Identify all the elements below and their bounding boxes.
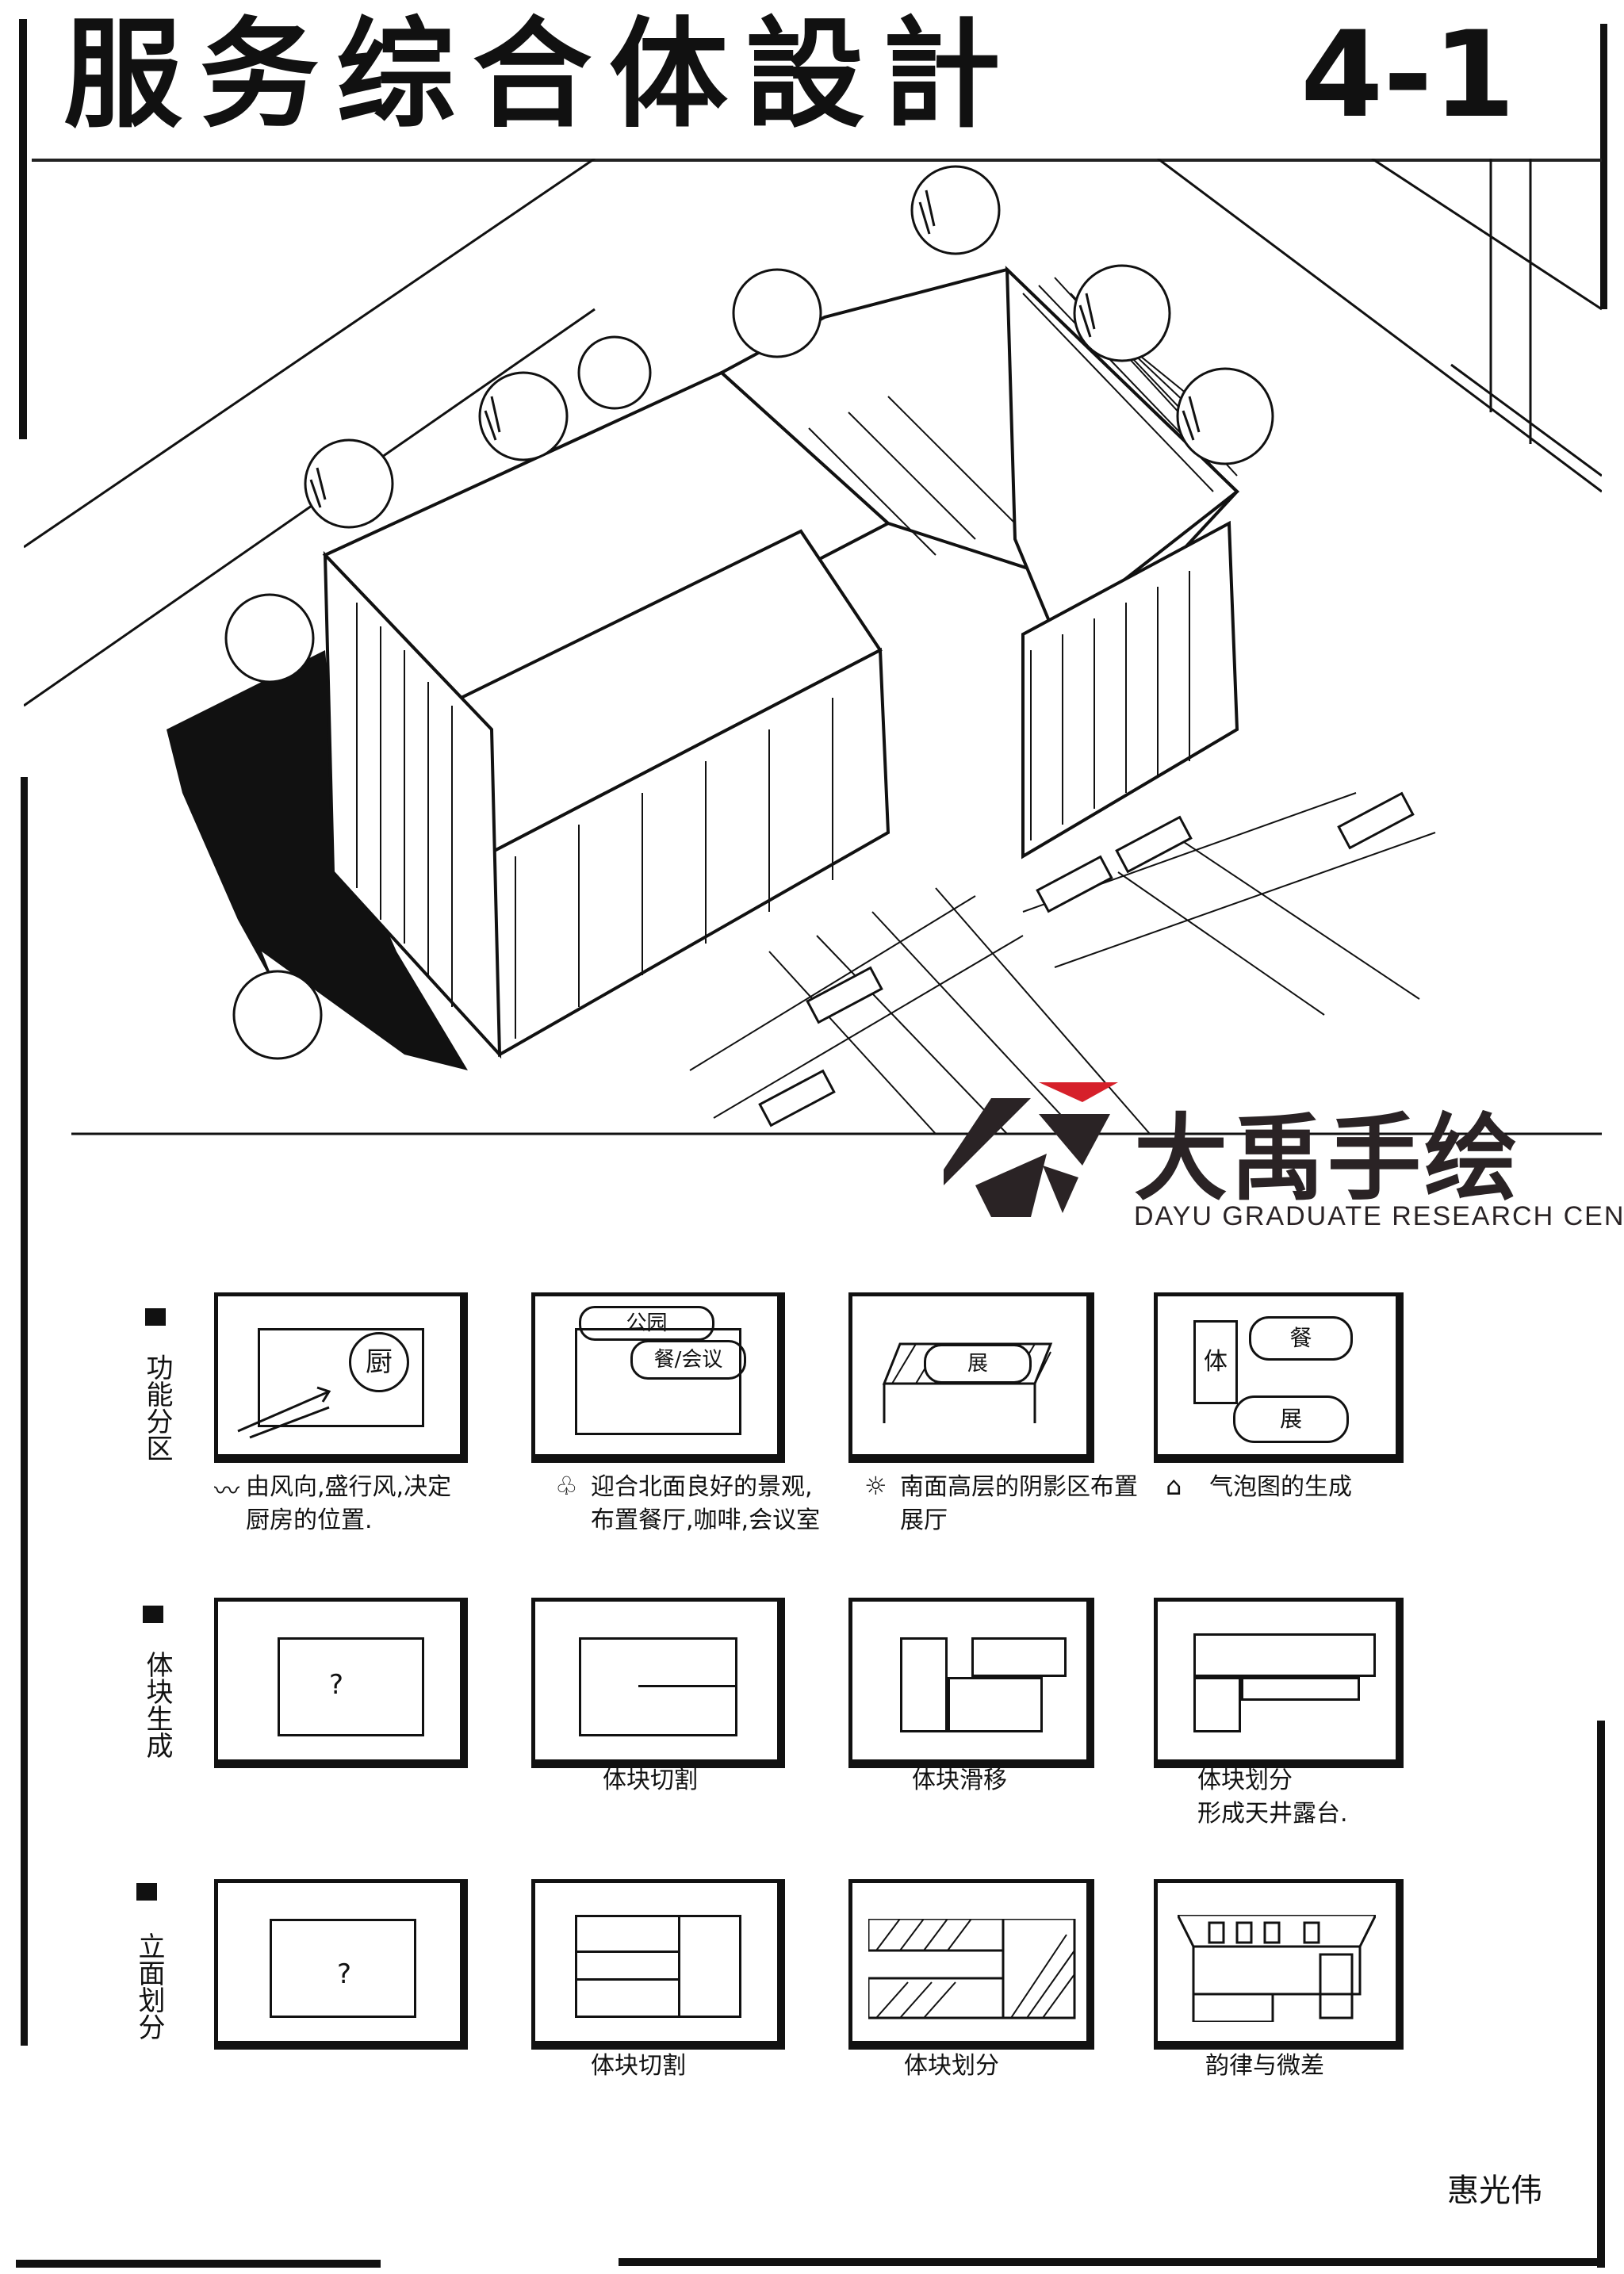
exhibit-bubble: 展 (924, 1344, 1032, 1384)
sheet-title: 服务综合体設計 (63, 6, 1019, 144)
panel-caption: 体块划分 形成天井露台. (1197, 1767, 1348, 1828)
row-label-facade: 立面划分 (133, 1932, 165, 2040)
panel-facade-1: ? (214, 1879, 468, 2050)
panel-facade-3 (848, 1879, 1094, 2050)
panel-caption: 气泡图的生成 (1209, 1473, 1352, 1501)
row-label-function: 功能分区 (141, 1353, 173, 1461)
panel-facade-2 (531, 1879, 785, 2050)
park-bubble: 公园 (579, 1306, 714, 1341)
wind-icon: 〰 (214, 1476, 240, 1506)
panel-function-2: 公园 餐/会议 (531, 1292, 785, 1463)
panel-caption: 体块切割 (591, 2052, 686, 2080)
row-bullet (145, 1308, 166, 1326)
house-icon: ⌂ (1166, 1471, 1182, 1501)
row-label-massing: 体块生成 (141, 1651, 173, 1759)
bottom-border-left (16, 2260, 381, 2268)
right-border (1600, 24, 1607, 309)
question-mark: ? (329, 1669, 344, 1701)
tree-icon: ♧ (555, 1471, 578, 1501)
bottom-border-right (619, 2258, 1602, 2266)
left-border-lower (21, 777, 28, 2046)
row-bullet (143, 1606, 163, 1623)
panel-caption: 韵律与微差 (1205, 2052, 1324, 2080)
right-border-lower (1597, 1721, 1605, 2268)
dining-bubble: 餐/会议 (630, 1340, 746, 1380)
row-bullet (136, 1883, 157, 1901)
author-signature: 惠光伟 (1447, 2173, 1542, 2209)
panel-massing-1: ? (214, 1598, 468, 1768)
logo-mark-icon (944, 1082, 1118, 1217)
volume-bubble: 体 (1193, 1320, 1238, 1404)
left-border (19, 19, 27, 439)
panel-caption: 体块切割 (603, 1767, 698, 1794)
panel-function-4: 体 餐 展 (1154, 1292, 1404, 1463)
panel-facade-4 (1154, 1879, 1404, 2050)
facade-rhythm (1178, 1915, 1376, 2022)
panel-caption: 由风向,盛行风,决定 厨房的位置. (246, 1473, 452, 1534)
facade-hatch (868, 1919, 1076, 2019)
kitchen-bubble: 厨 (349, 1332, 409, 1392)
panel-function-1: 厨 (214, 1292, 468, 1463)
panel-caption: 迎合北面良好的景观, 布置餐厅,咖啡,会议室 (591, 1473, 821, 1534)
sheet-number: 4-1 (1300, 6, 1515, 144)
sun-icon: ☼ (864, 1471, 887, 1501)
logo-name: 大禹手绘 (1134, 1104, 1522, 1213)
panel-function-3: 展 (848, 1292, 1094, 1463)
question-mark: ? (337, 1958, 352, 1990)
axonometric-drawing (24, 159, 1602, 1135)
panel-massing-3 (848, 1598, 1094, 1768)
panel-caption: 体块划分 (904, 2052, 999, 2080)
header-divider (32, 159, 1602, 162)
panel-caption: 南面高层的阴影区布置 展厅 (900, 1473, 1138, 1534)
exhibit-bubble: 展 (1233, 1395, 1349, 1443)
panel-caption: 体块滑移 (912, 1767, 1007, 1794)
dining-bubble: 餐 (1249, 1316, 1353, 1361)
wind-arrow-icon (237, 1386, 331, 1439)
panel-massing-4 (1154, 1598, 1404, 1768)
logo-subtitle: DAYU GRADUATE RESEARCH CENTER (1134, 1201, 1624, 1231)
panel-massing-2 (531, 1598, 785, 1768)
